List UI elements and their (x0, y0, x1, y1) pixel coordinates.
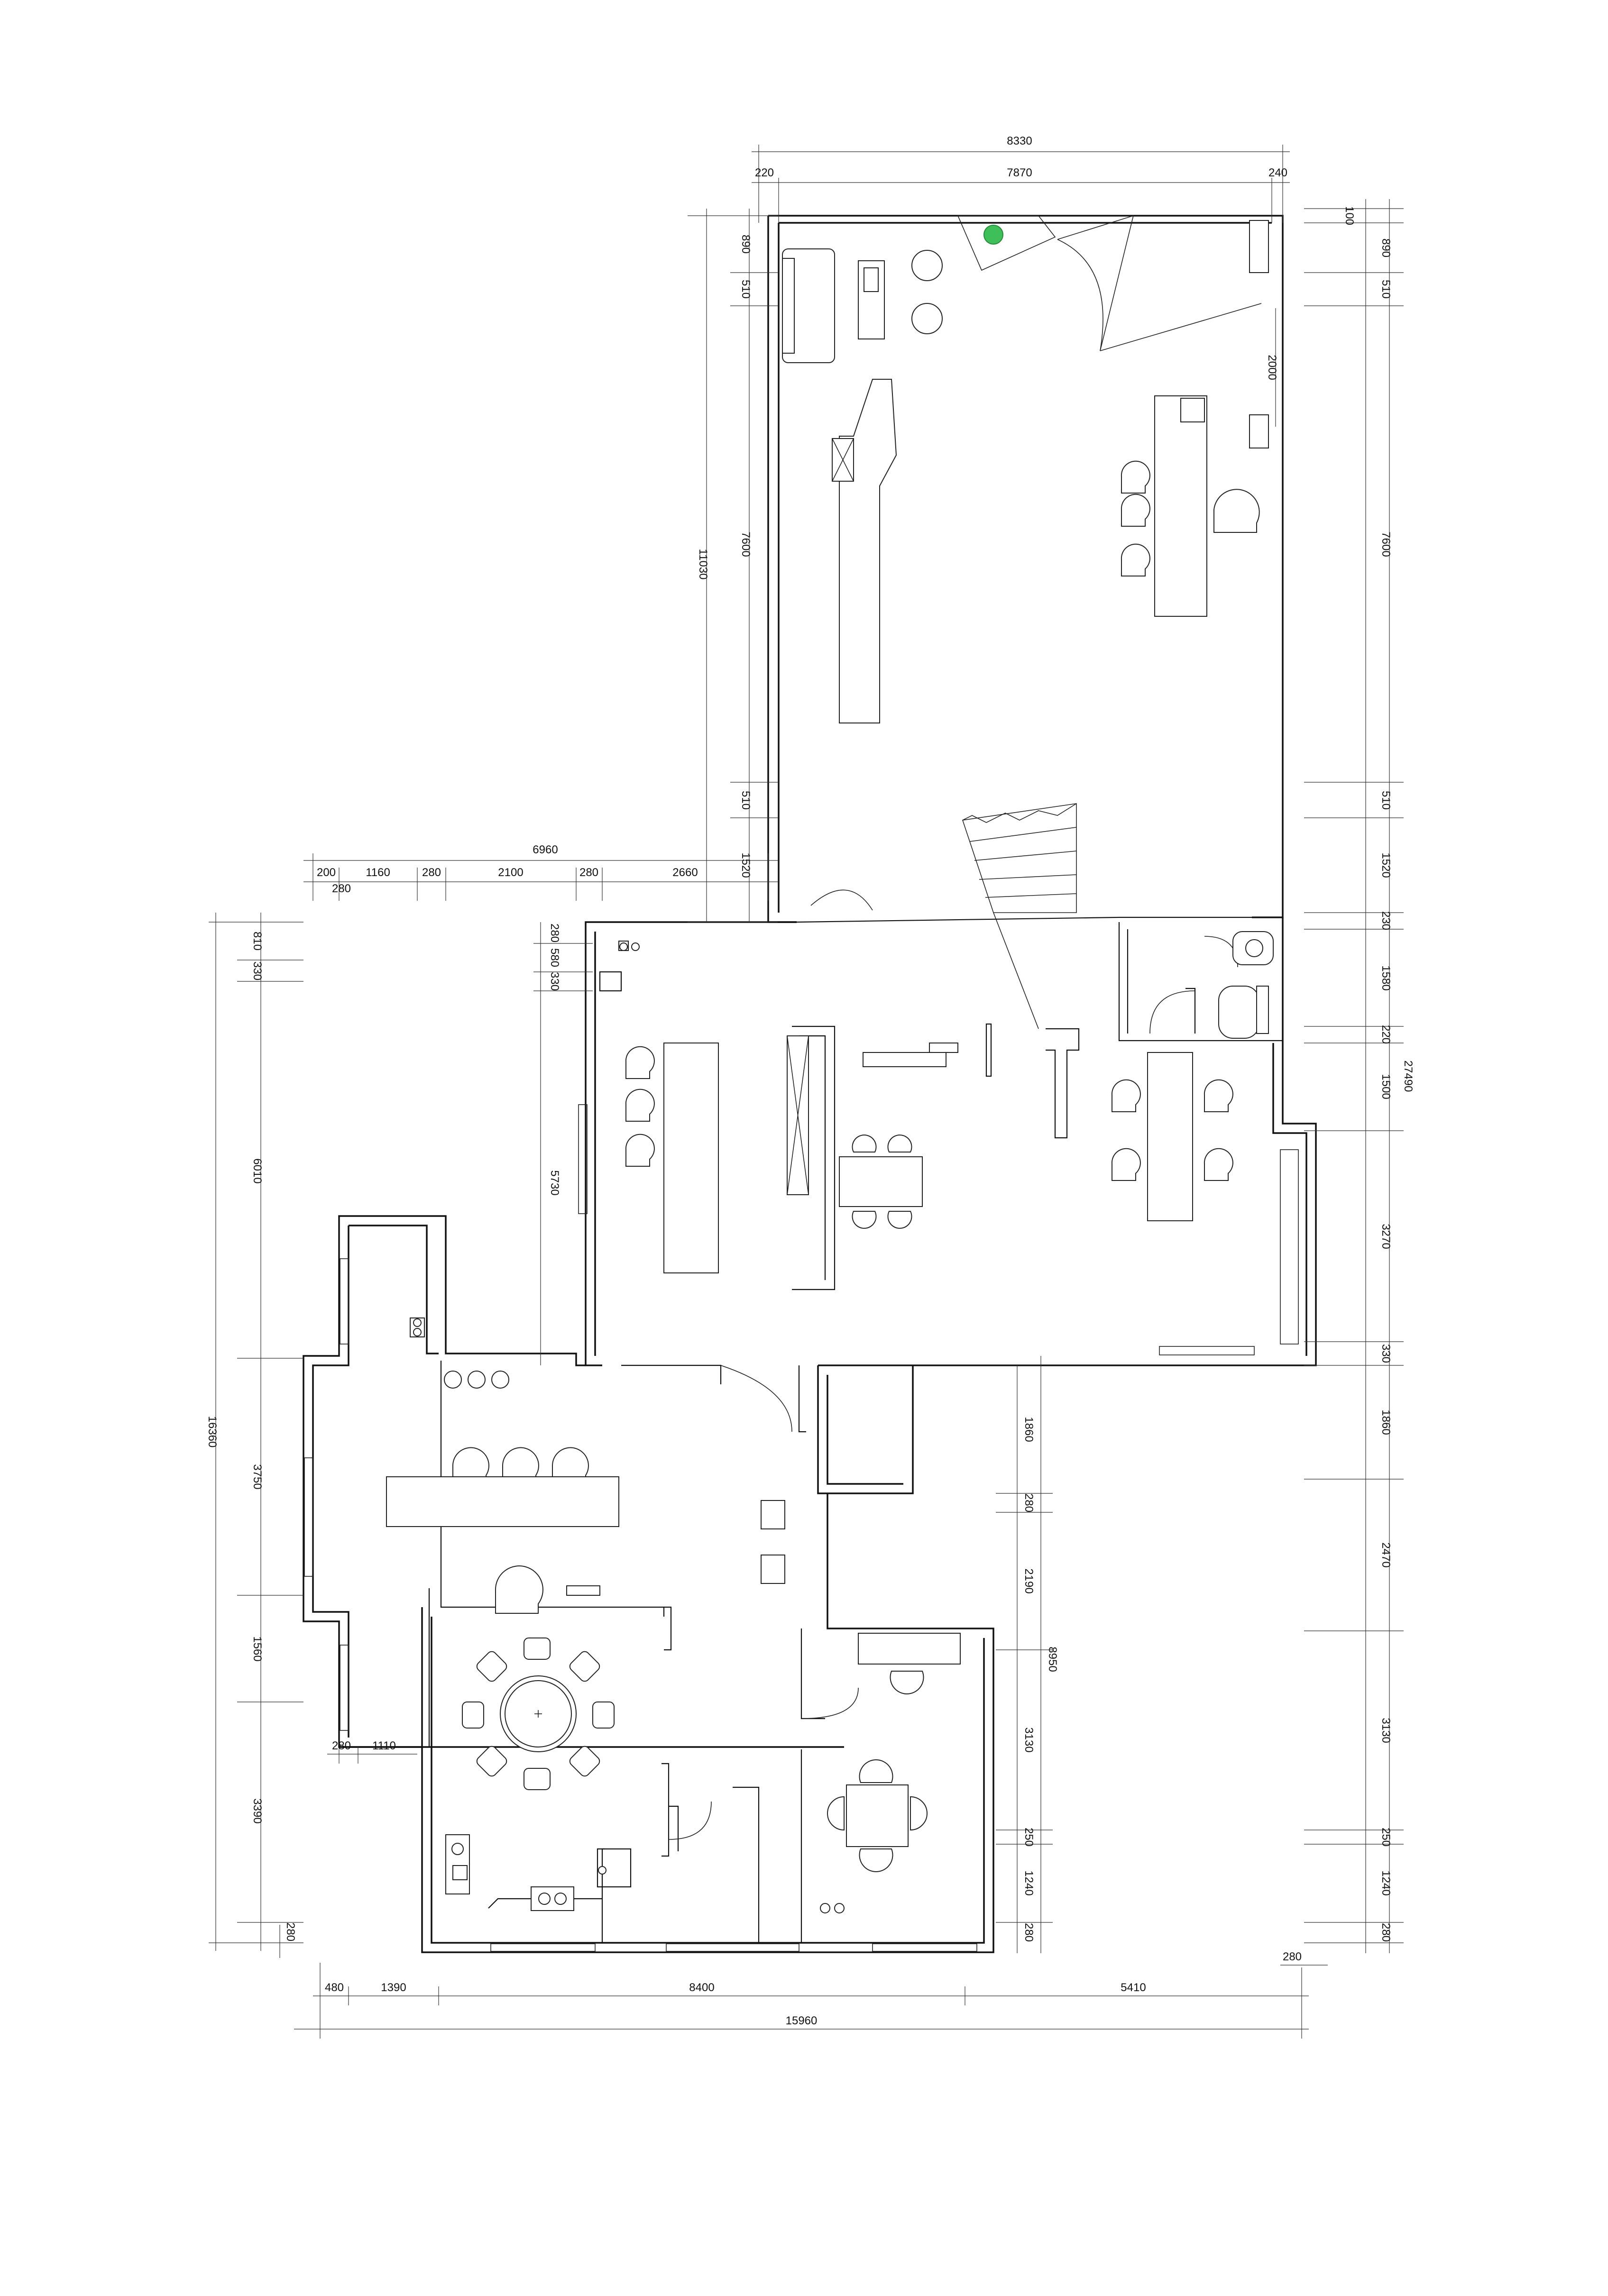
dim-left-3750: 3750 (251, 1464, 264, 1489)
dim-lower-2190: 2190 (1022, 1568, 1035, 1593)
dim-mid-5: 280 (579, 866, 598, 879)
dim-ul-1520: 1520 (739, 852, 752, 878)
dim-left-810: 810 (251, 932, 264, 951)
dim-right-3270: 3270 (1379, 1224, 1392, 1249)
dim-inner-280: 280 (548, 924, 561, 942)
dim-mid-7: 280 (332, 882, 351, 895)
doors (668, 215, 1262, 1840)
dim-right-1860: 1860 (1379, 1409, 1392, 1435)
dim-right-7600: 7600 (1379, 531, 1392, 557)
dim-right-510a: 510 (1379, 280, 1392, 299)
furniture (386, 215, 1274, 1913)
partitions (428, 916, 1283, 1943)
dim-right-2470: 2470 (1379, 1542, 1392, 1567)
dim-left-6010: 6010 (251, 1158, 264, 1183)
dim-bottom-280: 280 (1283, 1950, 1302, 1963)
stair (962, 803, 1077, 1029)
dim-bottom-3: 8400 (689, 1981, 714, 1994)
dim-right-1240: 1240 (1379, 1870, 1392, 1895)
dim-ul-510a: 510 (739, 280, 752, 299)
dim-right-330: 330 (1379, 1344, 1392, 1363)
dim-door-2000: 2000 (1266, 355, 1278, 380)
dim-wing-280: 280 (332, 1739, 351, 1752)
dim-right-230: 230 (1379, 911, 1392, 930)
dim-top-left: 220 (755, 166, 774, 179)
dim-right-total: 27490 (1402, 1061, 1415, 1092)
dim-inner-330: 330 (548, 972, 561, 991)
dim-ul-510b: 510 (739, 791, 752, 810)
dim-top-total: 8330 (1007, 135, 1032, 147)
dim-left-3390: 3390 (251, 1798, 264, 1823)
dim-mid-2: 1160 (366, 866, 390, 879)
dim-bottom-1: 480 (325, 1981, 344, 1994)
dimension-labels: 8330 220 7870 240 6960 200 1160 280 2100… (206, 135, 1415, 2027)
dimension-lines (209, 145, 1404, 2039)
dim-left-280: 280 (284, 1922, 297, 1941)
dim-mid-3: 280 (422, 866, 441, 879)
dim-ul-890: 890 (739, 235, 752, 254)
dim-ul-11030: 11030 (697, 549, 709, 580)
dim-lower-1860: 1860 (1022, 1417, 1035, 1442)
dim-right-890: 890 (1379, 238, 1392, 257)
dim-inner-5730: 5730 (548, 1170, 561, 1195)
dim-lower-250: 250 (1022, 1828, 1035, 1847)
dim-bottom-total: 15960 (786, 2014, 818, 2027)
dim-right-3130: 3130 (1379, 1718, 1392, 1743)
dim-ul-7600: 7600 (739, 531, 752, 557)
dim-lower-8950: 8950 (1046, 1647, 1059, 1672)
dim-left-total: 16360 (206, 1416, 219, 1448)
dim-top-mid: 7870 (1007, 166, 1032, 179)
dim-mid-1: 200 (317, 866, 336, 879)
dim-left-330: 330 (251, 961, 264, 980)
dim-top-right: 240 (1268, 166, 1287, 179)
dim-left-1560: 1560 (251, 1636, 264, 1661)
dim-right-510b: 510 (1379, 791, 1392, 810)
dim-bottom-4: 5410 (1121, 1981, 1146, 1994)
dim-wing-1110: 1110 (372, 1739, 396, 1752)
dim-right-1580: 1580 (1379, 965, 1392, 990)
dim-right-100: 100 (1343, 206, 1356, 225)
dim-mid-total: 6960 (533, 843, 558, 856)
dim-mid-4: 2100 (498, 866, 523, 879)
dim-lower-280b: 280 (1022, 1923, 1035, 1942)
dim-right-1520: 1520 (1379, 852, 1392, 878)
dim-lower-280: 280 (1022, 1493, 1035, 1512)
dim-lower-3130: 3130 (1022, 1727, 1035, 1752)
dim-inner-580: 580 (548, 948, 561, 967)
dim-mid-6: 2660 (672, 866, 698, 879)
plant-icon (983, 225, 1003, 245)
dim-right-280: 280 (1379, 1923, 1392, 1942)
dim-right-250: 250 (1379, 1828, 1392, 1847)
windows (304, 1104, 1299, 1952)
dim-right-220: 220 (1379, 1025, 1392, 1044)
dim-right-1500: 1500 (1379, 1074, 1392, 1099)
dim-lower-1240: 1240 (1022, 1870, 1035, 1895)
dim-bottom-2: 1390 (381, 1981, 406, 1994)
